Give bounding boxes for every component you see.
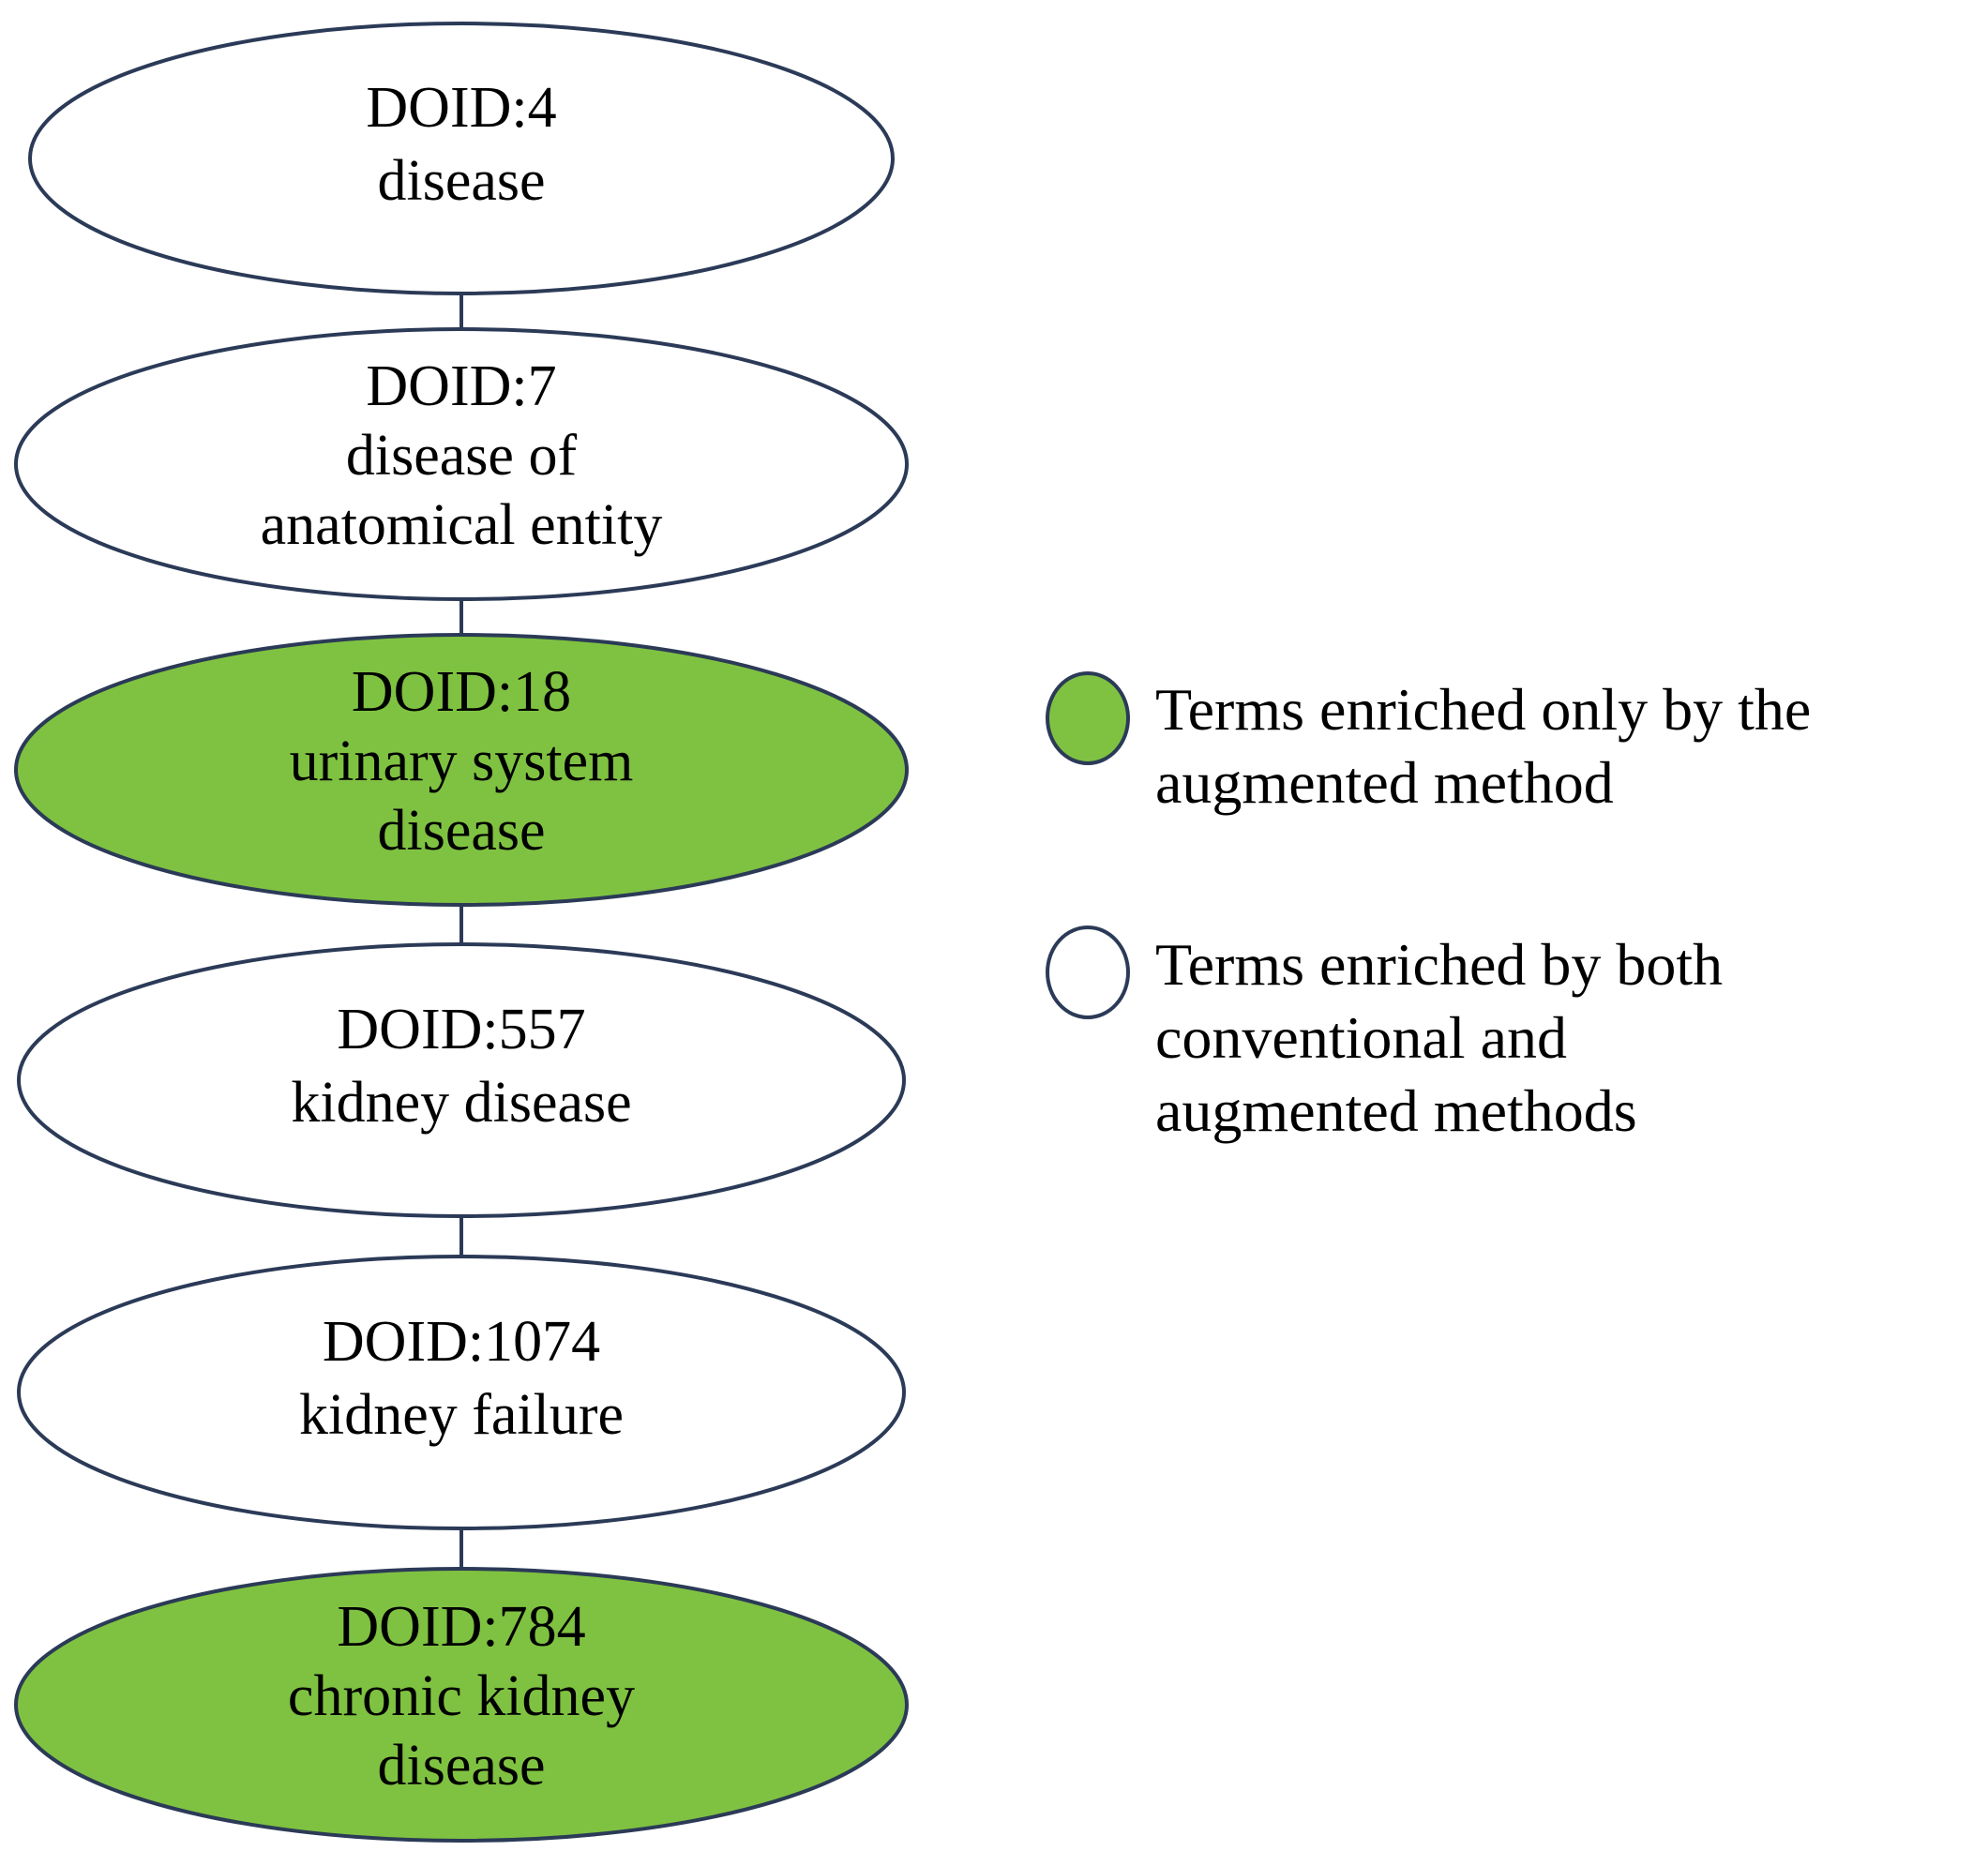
node-ellipse bbox=[14, 327, 909, 601]
node-label-line: DOID:557 bbox=[337, 998, 585, 1061]
node-label-line: disease of bbox=[346, 424, 578, 488]
node-label-line: disease bbox=[377, 799, 545, 863]
node-label-line: DOID:1074 bbox=[323, 1310, 600, 1374]
node-label-line: anatomical entity bbox=[261, 493, 663, 557]
node-ellipse bbox=[28, 22, 895, 295]
legend-swatch-white-outline-circle-icon bbox=[1046, 925, 1130, 1019]
legend bbox=[1046, 671, 1130, 1019]
node-label-line: kidney disease bbox=[291, 1071, 631, 1135]
node-label-line: DOID:7 bbox=[366, 354, 556, 418]
legend-swatch-green-filled-circle-icon bbox=[1046, 671, 1130, 765]
node-doid-7[interactable]: DOID:7 disease of anatomical entity bbox=[14, 327, 909, 601]
node-label-line: DOID:4 bbox=[366, 76, 556, 140]
node-label-line: disease bbox=[377, 149, 545, 213]
node-label-line: DOID:784 bbox=[337, 1595, 585, 1659]
node-ellipse bbox=[14, 633, 909, 907]
node-ellipse bbox=[14, 1567, 909, 1843]
node-doid-18[interactable]: DOID:18 urinary system disease bbox=[14, 633, 909, 907]
node-label-line: disease bbox=[377, 1734, 545, 1798]
node-doid-784[interactable]: DOID:784 chronic kidney disease bbox=[14, 1567, 909, 1843]
legend-label-augmented-only: Terms enriched only by the augmented met… bbox=[1155, 676, 1812, 817]
node-doid-1074[interactable]: DOID:1074 kidney failure bbox=[17, 1255, 906, 1530]
node-label-line: urinary system bbox=[290, 730, 634, 793]
node-doid-4[interactable]: DOID:4 disease bbox=[28, 22, 895, 295]
node-label-line: kidney failure bbox=[299, 1383, 624, 1447]
node-ellipse bbox=[17, 1255, 906, 1530]
node-label-line: chronic kidney bbox=[288, 1664, 635, 1728]
node-label-line: DOID:18 bbox=[352, 660, 571, 724]
node-doid-557[interactable]: DOID:557 kidney disease bbox=[17, 942, 906, 1218]
node-ellipse bbox=[17, 942, 906, 1218]
legend-label-both-methods: Terms enriched by both conventional and … bbox=[1155, 931, 1724, 1145]
